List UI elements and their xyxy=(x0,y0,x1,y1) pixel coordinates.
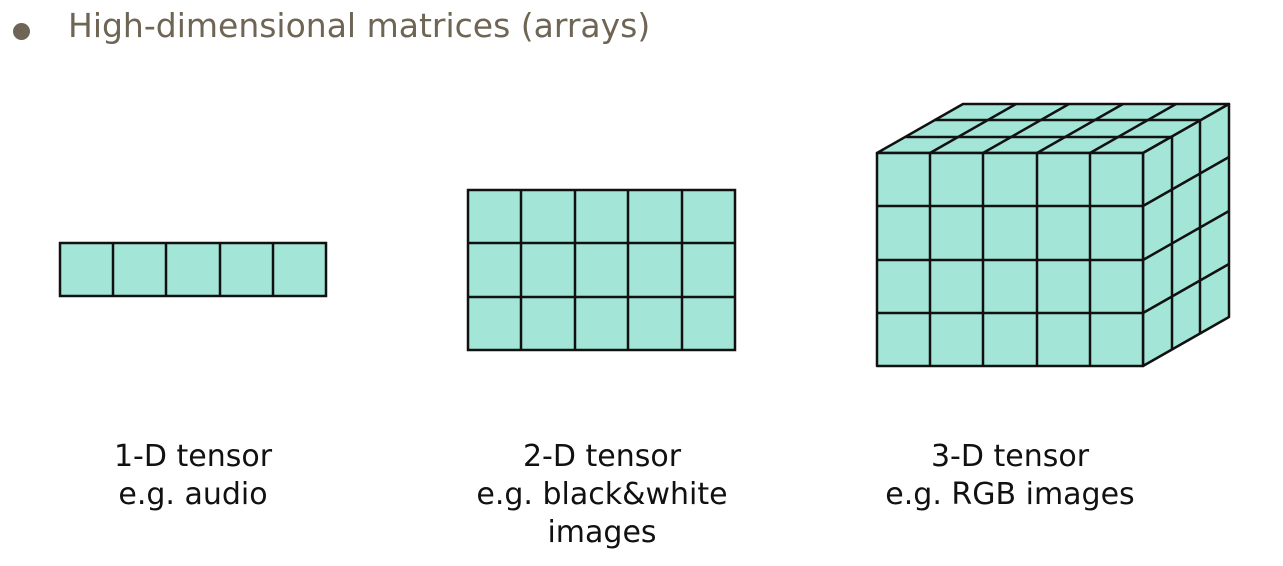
caption-example: e.g. RGB images xyxy=(885,477,1135,512)
tensor-1d-body xyxy=(58,241,328,298)
tensor-1d xyxy=(58,241,328,298)
tensor-2d xyxy=(466,188,737,352)
tensor-2d-caption: 2-D tensor e.g. black&white images xyxy=(402,438,802,552)
tensor-3d-side-grid xyxy=(1142,120,1230,350)
tensor-3d-caption: 3-D tensor e.g. RGB images xyxy=(810,438,1210,514)
caption-example: e.g. audio xyxy=(118,477,268,512)
bullet-item: High-dimensional matrices (arrays) xyxy=(0,0,1283,60)
tensor-3d xyxy=(875,102,1231,368)
tensor-3d-top-grid xyxy=(906,102,1200,155)
caption-title: 2-D tensor xyxy=(522,439,682,474)
bullet-icon xyxy=(13,23,30,40)
tensor-3d-front-grid xyxy=(877,153,1143,366)
caption-example-cont: images xyxy=(547,515,657,550)
tensor-2d-body xyxy=(466,188,737,352)
caption-title: 1-D tensor xyxy=(113,439,273,474)
caption-example: e.g. black&white xyxy=(476,477,728,512)
caption-title: 3-D tensor xyxy=(930,439,1090,474)
page-heading: High-dimensional matrices (arrays) xyxy=(68,6,651,45)
tensor-1d-caption: 1-D tensor e.g. audio xyxy=(0,438,393,514)
